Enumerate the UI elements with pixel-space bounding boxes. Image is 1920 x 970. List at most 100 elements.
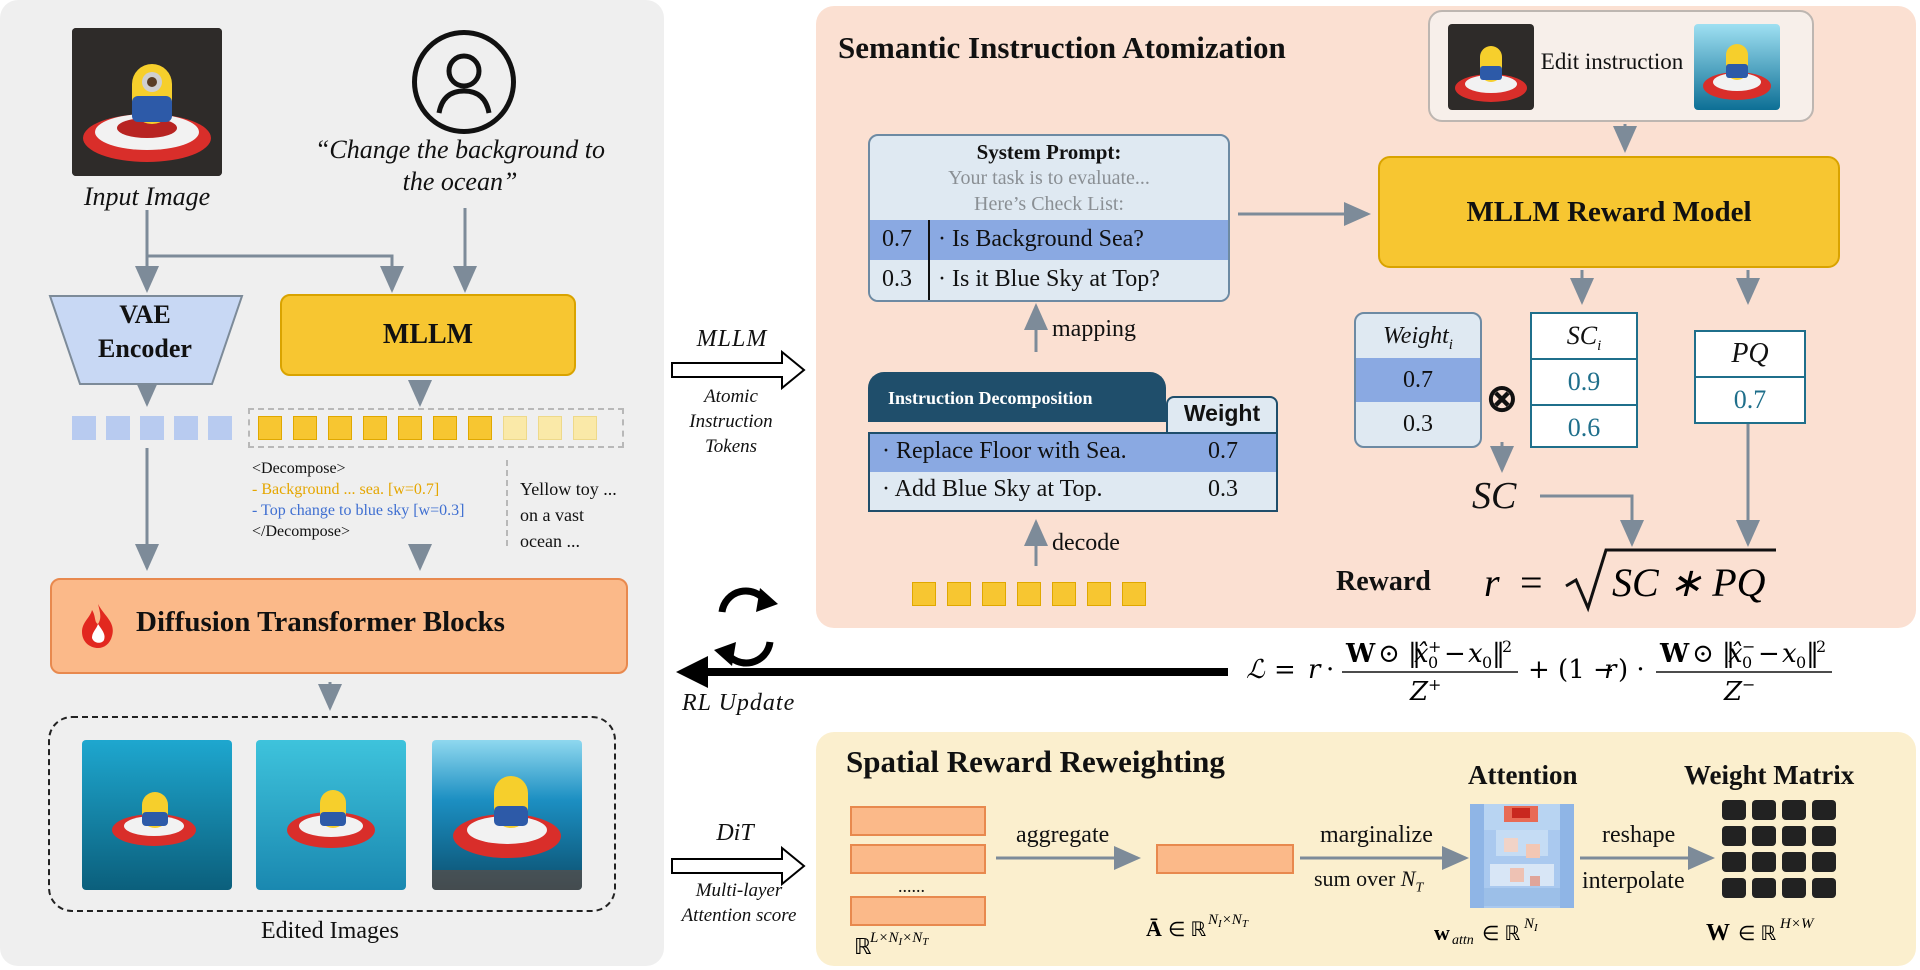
edited-image-3 — [432, 740, 582, 890]
checklist-text-1: · Is Background Sea? — [938, 226, 1144, 252]
mllm-arrow-label: MLLM — [696, 326, 768, 352]
edited-images-label: Edited Images — [261, 918, 399, 944]
semantic-title: Semantic Instruction Atomization — [838, 30, 1286, 65]
decomposition-header — [868, 372, 1166, 422]
token — [503, 416, 527, 440]
otimes-symbol: ⊗ — [1486, 378, 1518, 420]
svg-text:H×W: H×W — [1779, 916, 1815, 932]
sc-i-value-2: 0.6 — [1567, 413, 1601, 442]
weight-i-value-1: 0.7 — [1356, 358, 1480, 402]
matrix-cell — [1782, 826, 1806, 846]
decomposition-text-2: · Add Blue Sky at Top. — [882, 476, 1103, 502]
latent-token — [140, 416, 164, 440]
svg-text:=: = — [1520, 560, 1543, 605]
spatial-title: Spatial Reward Reweighting — [846, 744, 1225, 779]
svg-text:2: 2 — [1816, 637, 1826, 656]
sc-i-header-text: SC — [1566, 321, 1598, 350]
decomposition-text-1: · Replace Floor with Sea. — [882, 438, 1127, 464]
aggregate-label: aggregate — [1016, 822, 1110, 848]
token — [982, 582, 1006, 606]
latent-token — [106, 416, 130, 440]
decompose-text: <Decompose> - Background ... sea. [w=0.7… — [252, 458, 464, 542]
pq-header: PQ — [1696, 332, 1804, 378]
attention-title: Attention — [1468, 760, 1578, 790]
system-prompt-line-1: Your task is to evaluate... — [948, 167, 1150, 189]
svg-text:NI: NI — [1523, 916, 1539, 934]
token — [1087, 582, 1111, 606]
dit-blocks-label: Diffusion Transformer Blocks — [136, 606, 505, 638]
decompose-close: </Decompose> — [252, 523, 351, 540]
decompose-line-2: - Top change to blue sky [w=0.3] — [252, 502, 465, 519]
svg-text:W: W — [1706, 920, 1730, 946]
svg-text:ℝ: ℝ — [854, 934, 872, 959]
token — [258, 416, 282, 440]
sum-over-text: sum over NT — [1314, 866, 1424, 896]
sc-label: SC — [1472, 475, 1517, 517]
svg-text:⊙ ‖: ⊙ ‖ — [1378, 639, 1421, 669]
svg-text:x: x — [1468, 639, 1483, 669]
marginalize-label: marginalize — [1320, 822, 1433, 848]
mapping-label: mapping — [1052, 316, 1136, 342]
checklist-weight-1: 0.7 — [882, 226, 912, 252]
layers-ellipsis: ...... — [898, 876, 925, 896]
svg-text:·: · — [1326, 655, 1334, 685]
sc-i-value-1: 0.9 — [1532, 360, 1636, 406]
interpolate-label: interpolate — [1582, 868, 1685, 894]
input-image — [72, 28, 222, 176]
matrix-cell — [1722, 878, 1746, 898]
token — [1122, 582, 1146, 606]
svg-text:x̂: x̂ — [1728, 639, 1743, 669]
edited-images-box — [48, 716, 616, 912]
latent-token — [72, 416, 96, 440]
edit-source-image — [1448, 24, 1534, 110]
mllm-box: MLLM — [280, 294, 576, 376]
svg-text:−: − — [1758, 639, 1780, 669]
svg-text:0: 0 — [1428, 653, 1438, 672]
checklist-divider — [928, 220, 930, 300]
weight-i-table: Weighti 0.7 0.3 — [1354, 312, 1482, 448]
multilayer-attention-label: Multi-layer Attention score — [681, 880, 797, 926]
edit-target-image — [1694, 24, 1780, 110]
token — [398, 416, 422, 440]
attention-dim: w attn ∈ ℝ NI — [1434, 916, 1539, 948]
svg-text:0: 0 — [1796, 653, 1806, 672]
svg-text:=: = — [1274, 655, 1296, 685]
atomic-tokens-label: Atomic Instruction Tokens — [689, 386, 773, 457]
token — [1052, 582, 1076, 606]
token — [293, 416, 317, 440]
matrix-cell — [1722, 826, 1746, 846]
token — [433, 416, 457, 440]
svg-text:0: 0 — [1482, 653, 1492, 672]
weight-matrix-title: Weight Matrix — [1684, 760, 1855, 790]
edited-image-2 — [256, 740, 406, 890]
latent-tokens — [72, 416, 232, 440]
attention-layer — [850, 896, 986, 926]
svg-text:x̂: x̂ — [1414, 639, 1429, 669]
dit-blocks-box: Diffusion Transformer Blocks — [50, 578, 628, 674]
svg-text:w: w — [1434, 920, 1450, 945]
decomposition-weight-1: 0.7 — [1208, 438, 1238, 464]
matrix-cell — [1722, 800, 1746, 820]
sum-over-label: sum over — [1314, 866, 1396, 891]
weight-i-header-text: Weight — [1383, 323, 1449, 349]
aggregated-dim: Ā ∈ ℝ NI×NT — [1146, 912, 1249, 941]
divider — [506, 460, 508, 546]
svg-text:0: 0 — [1742, 653, 1752, 672]
svg-text:+ (1 −: + (1 − — [1528, 655, 1615, 685]
sc-i-table: SCi 0.9 0.6 — [1530, 312, 1638, 448]
svg-text:W: W — [1659, 639, 1690, 669]
reward-label: Reward — [1336, 566, 1431, 597]
attention-layer — [850, 844, 986, 874]
svg-text:x: x — [1782, 639, 1797, 669]
spatial-reweighting-panel — [816, 732, 1916, 966]
svg-text:∈ ℝ: ∈ ℝ — [1482, 923, 1520, 945]
matrix-cell — [1782, 800, 1806, 820]
mllm-tokens-container — [248, 408, 624, 448]
reward-model-label: MLLM Reward Model — [1466, 195, 1752, 228]
checklist-text-2: · Is it Blue Sky at Top? — [938, 266, 1160, 292]
matrix-cell — [1782, 852, 1806, 872]
system-prompt-title: System Prompt: — [976, 140, 1122, 164]
svg-text:NI×NT: NI×NT — [1207, 912, 1249, 930]
